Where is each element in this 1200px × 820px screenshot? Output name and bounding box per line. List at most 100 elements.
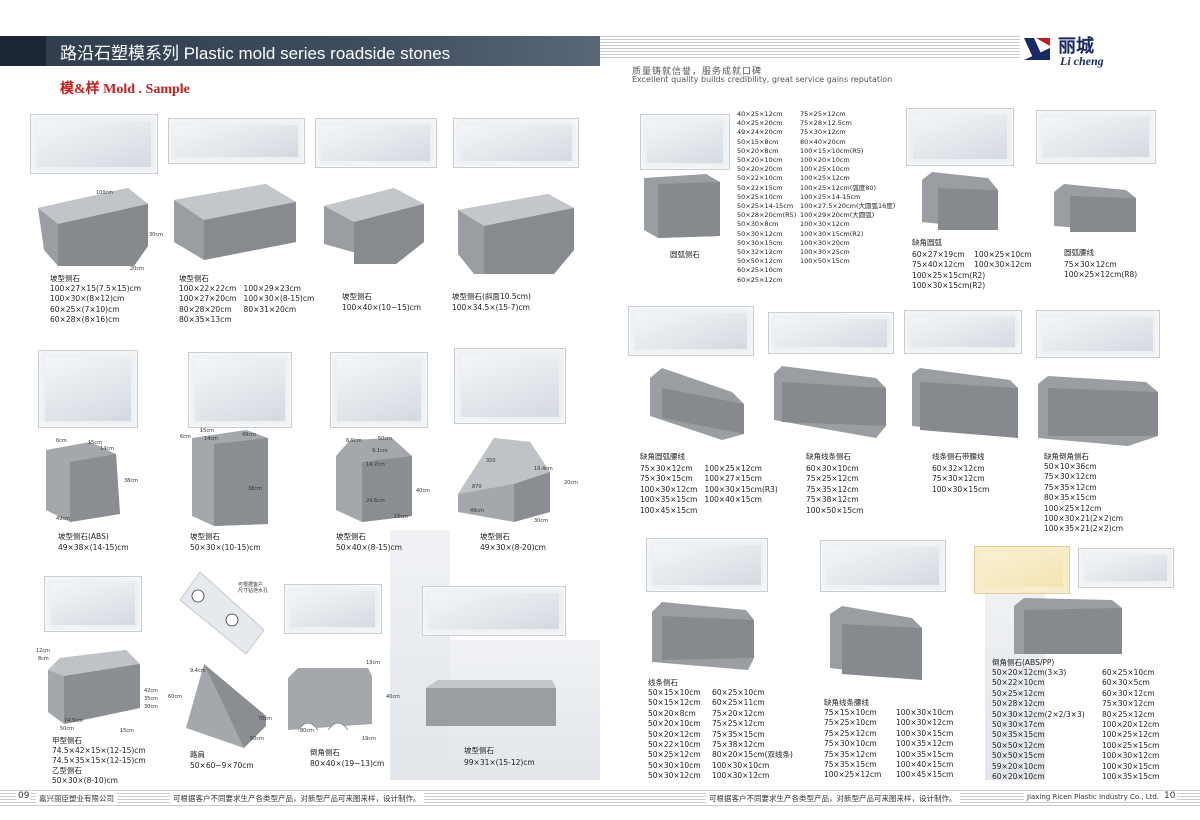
product-specs: 75×30×12cm 100×25×12cm 75×30×15cm 100×27… (640, 464, 778, 515)
dimension-label: 15cm (120, 728, 134, 734)
page-title: 路沿石塑模系列 Plastic mold series roadside sto… (60, 44, 451, 63)
stone-image (46, 648, 142, 726)
dimension-label: 350 (486, 458, 496, 464)
product-caption: 缺角倒角侧石 (1044, 452, 1089, 461)
footer-note-left: 可根据客户不同要求生产各类型产品，对新型产品可来图来样，设计制作。 (170, 793, 424, 804)
dimension-label: 15cm (88, 440, 102, 446)
stone-image (190, 428, 272, 528)
product-caption: 坡型侧石 (342, 292, 372, 301)
stone-image (284, 664, 374, 736)
dimension-label: 40cm (386, 694, 400, 700)
mold-image (168, 118, 305, 164)
title-band: 路沿石塑模系列 Plastic mold series roadside sto… (0, 36, 600, 66)
footer-company-en: Jiaxing Ricen Plastic Industry Co., Ltd. (1024, 793, 1163, 801)
product-specs: 80×40×(19−13)cm (310, 759, 385, 768)
mold-image (640, 114, 730, 170)
dimension-label: 30cm (144, 704, 158, 710)
mold-image (30, 114, 158, 174)
dimension-label: 70cm (258, 716, 272, 722)
product-specs: 50×40×(8-15)cm (336, 543, 402, 552)
product-specs-col1: 75×15×10cm 75×25×10cm 75×25×12cm 75×30×1… (824, 708, 882, 780)
stone-image (320, 184, 428, 266)
stone-image (182, 660, 268, 752)
dimension-label: 13cm (366, 660, 380, 666)
dimension-label: 38cm (124, 478, 138, 484)
stone-image (1012, 596, 1124, 658)
brand-logo: 丽城 Li cheng (1020, 30, 1140, 74)
mold-image (422, 586, 566, 636)
product-caption: 坡型侧石 (336, 532, 366, 541)
background-skyline-left (390, 530, 450, 780)
size-list-col2: 75×25×12cm 75×28×12.5cm 75×30×12cm 80×40… (800, 110, 896, 266)
stone-image (332, 436, 416, 524)
stone-image (910, 366, 1020, 442)
stone-image (1050, 182, 1138, 236)
stone-image (918, 170, 1002, 234)
mold-image (44, 576, 142, 632)
product-specs: 100×34.5×(15-7)cm (452, 303, 530, 312)
mold-image (284, 584, 382, 634)
product-caption: 坡型侧石 (464, 746, 494, 755)
product-specs-col2: 60×25×10cm 60×30×5cm 60×30×12cm 75×30×12… (1102, 668, 1160, 782)
mold-image (1036, 310, 1160, 358)
product-caption: 坡型侧石 (179, 274, 209, 283)
dimension-label: 40cm (416, 488, 430, 494)
dimension-label: 100cm (96, 190, 114, 196)
dimension-label: 38cm (248, 486, 262, 492)
title-band-accent (0, 36, 46, 66)
footer-company-cn: 嘉兴丽臣塑业有限公司 (36, 793, 117, 804)
dimension-label: 60cm (168, 694, 182, 700)
stone-image (422, 676, 558, 730)
stone-image (170, 180, 300, 264)
product-specs: 49×30×(8-20)cm (480, 543, 546, 552)
stone-image (648, 364, 746, 444)
dimension-label: 19.4cm (534, 466, 553, 472)
dimension-label: 9.4cm (190, 668, 206, 674)
product-specs: 50×10×36cm 75×30×12cm 75×35×12cm 80×35×1… (1044, 462, 1124, 534)
stone-image (640, 172, 722, 240)
dimension-label: 30cm (149, 232, 163, 238)
stone-image (28, 184, 156, 270)
stone-image (772, 364, 888, 440)
product-specs-col2: 60×25×10cm 60×25×11cm 75×20×12cm 75×25×1… (712, 688, 793, 781)
dimension-label: 74.5cm (64, 718, 83, 724)
footer-note-right: 可根据客户不同要求生产各类型产品，对新型产品可来图来样，设计制作。 (706, 793, 960, 804)
logo-mark-icon (1024, 38, 1050, 60)
logo-name-en: Li cheng (1060, 54, 1104, 68)
product-caption: 圆弧侧石 (670, 250, 700, 259)
stone-image (650, 600, 756, 674)
mold-image (906, 108, 1014, 166)
dimension-label: 14cm (100, 446, 114, 452)
dimension-label: 19cm (362, 736, 376, 742)
slogan-english: Excellent quality builds credibility, gr… (632, 75, 893, 84)
dimension-label: 30cm (534, 518, 548, 524)
dimension-label: 24.6cm (366, 498, 385, 504)
mold-image (188, 352, 292, 428)
mold-image (768, 312, 894, 354)
slogan-chinese: 质量铸就信誉，服务成就口碑 (632, 67, 763, 77)
mold-image (628, 306, 754, 356)
product-caption: 线条侧石 (648, 678, 678, 687)
dimension-label: 20cm (564, 480, 578, 486)
mold-image (453, 118, 579, 168)
page-number-left: 09 (16, 791, 32, 801)
dimension-label: 50cm (378, 436, 392, 442)
mold-image (454, 348, 566, 424)
product-specs: 60×30×10cm 75×25×12cm 75×35×12cm 75×38×1… (806, 464, 864, 515)
dimension-label: 50cm (60, 726, 74, 732)
product-specs-col2: 100×30×10cm 100×30×12cm 100×30×15cm 100×… (896, 708, 954, 780)
product-caption: 线条侧石带腰线 (932, 452, 985, 461)
dimension-label: 20cm (130, 266, 144, 272)
product-caption: 倒角侧石(ABS/PP) (992, 658, 1055, 667)
dimension-label: 6cm (180, 434, 191, 440)
product-caption: 路肩 (190, 750, 205, 759)
dimension-label: 14cm (204, 436, 218, 442)
mold-image (974, 546, 1070, 594)
section-label: 模&样 Mold . Sample (60, 82, 190, 97)
product-specs: 100×40×(10−15)cm (342, 303, 422, 312)
mold-image (330, 352, 428, 428)
dimension-label: 49cm (470, 508, 484, 514)
stone-image (40, 440, 130, 524)
product-caption: 缺角圆弧 (912, 238, 942, 247)
mold-image (1036, 110, 1156, 164)
